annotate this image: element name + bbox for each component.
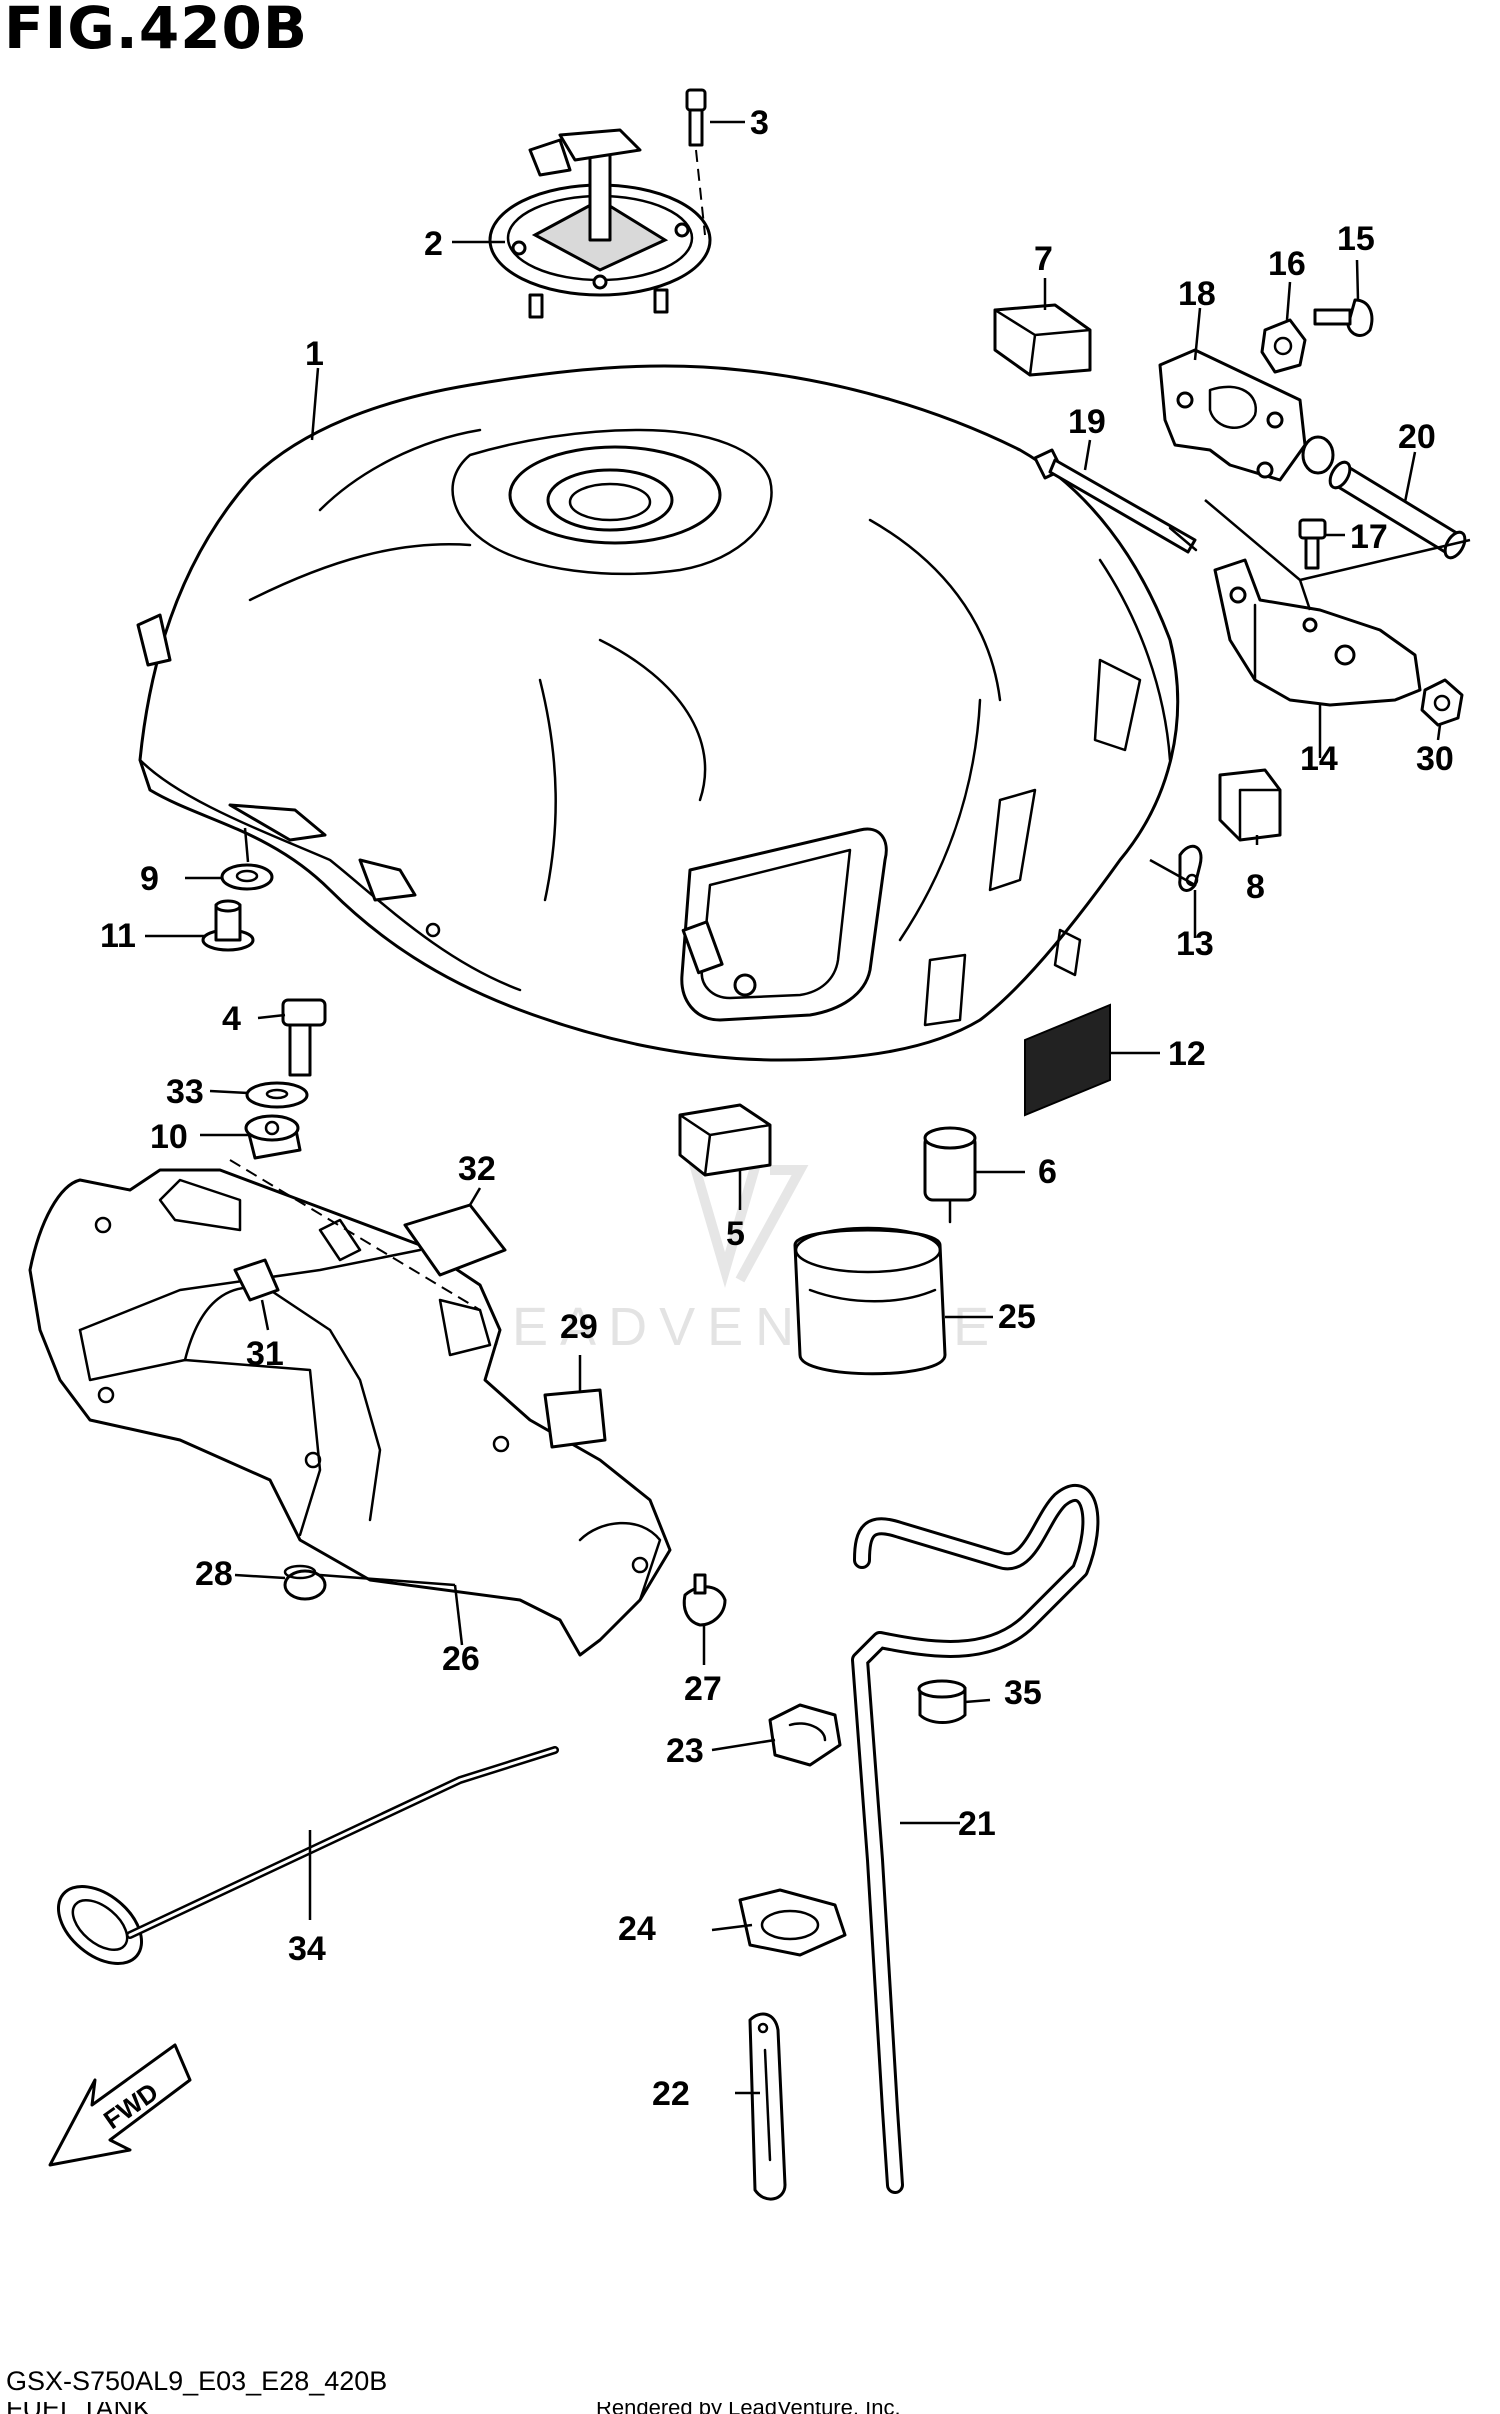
callout-29: 29 bbox=[560, 1308, 598, 1346]
clip-27[interactable] bbox=[682, 1573, 727, 1627]
spacer[interactable] bbox=[923, 1126, 977, 1224]
bracket-14[interactable] bbox=[1204, 499, 1471, 707]
fwd-arrow: FWD bbox=[48, 2043, 192, 2167]
callout-15: 15 bbox=[1337, 220, 1375, 258]
bolt-4[interactable] bbox=[281, 998, 327, 1077]
washer-9[interactable] bbox=[220, 863, 274, 891]
callout-12: 12 bbox=[1168, 1035, 1206, 1073]
fuel-cap[interactable] bbox=[488, 128, 712, 319]
callout-6: 6 bbox=[1038, 1153, 1057, 1191]
render-credit: Rendered by LeadVenture, Inc. bbox=[596, 2402, 901, 2414]
callout-16: 16 bbox=[1268, 245, 1306, 283]
callout-22: 22 bbox=[652, 2075, 690, 2113]
collar-11[interactable] bbox=[201, 899, 255, 952]
cushion-31[interactable] bbox=[233, 1258, 280, 1302]
long-bolt[interactable] bbox=[1033, 448, 1198, 554]
callouts: 1 2 3 4 5 6 7 8 9 10 11 12 13 14 15 16 1… bbox=[100, 104, 1454, 2113]
hose[interactable] bbox=[851, 1484, 1100, 2194]
callout-3: 3 bbox=[750, 104, 769, 142]
cushion-7[interactable] bbox=[993, 303, 1092, 377]
callout-27: 27 bbox=[684, 1670, 722, 1708]
cushion-29[interactable] bbox=[543, 1388, 607, 1449]
callout-5: 5 bbox=[726, 1215, 745, 1253]
bracket-18[interactable] bbox=[1158, 348, 1335, 482]
figure-title: FIG.420B bbox=[4, 0, 309, 62]
callout-2: 2 bbox=[424, 225, 443, 263]
clamp-24[interactable] bbox=[738, 1888, 847, 1957]
callout-35: 35 bbox=[1004, 1674, 1042, 1712]
callout-10: 10 bbox=[150, 1118, 188, 1156]
callout-20: 20 bbox=[1398, 418, 1436, 456]
pipe[interactable] bbox=[1326, 459, 1469, 561]
cushion-5[interactable] bbox=[678, 1103, 772, 1177]
callout-7: 7 bbox=[1034, 240, 1053, 278]
callout-9: 9 bbox=[140, 860, 159, 898]
fuel-tank[interactable] bbox=[136, 364, 1180, 1062]
callout-33: 33 bbox=[166, 1073, 204, 1111]
callout-21: 21 bbox=[958, 1805, 996, 1843]
mesh-pad[interactable] bbox=[1024, 1003, 1111, 1117]
callout-28: 28 bbox=[195, 1555, 233, 1593]
callout-31: 31 bbox=[246, 1335, 284, 1373]
bolt-15[interactable] bbox=[1313, 298, 1374, 337]
callout-25: 25 bbox=[998, 1298, 1036, 1336]
callout-26: 26 bbox=[442, 1640, 480, 1678]
callout-30: 30 bbox=[1416, 740, 1454, 778]
cap-35[interactable] bbox=[917, 1679, 967, 1724]
callout-17: 17 bbox=[1350, 518, 1388, 556]
bolt-17[interactable] bbox=[1298, 518, 1327, 570]
band[interactable] bbox=[793, 1226, 947, 1376]
callout-4: 4 bbox=[222, 1000, 241, 1038]
callout-32: 32 bbox=[458, 1150, 496, 1188]
prop-rod[interactable] bbox=[44, 1746, 559, 1979]
washer-33[interactable] bbox=[245, 1081, 309, 1109]
callout-23: 23 bbox=[666, 1732, 704, 1770]
callout-34: 34 bbox=[288, 1930, 326, 1968]
model-code: GSX-S750AL9_E03_E28_420B bbox=[6, 2366, 388, 2396]
callout-19: 19 bbox=[1068, 403, 1106, 441]
holder-22[interactable] bbox=[748, 2012, 787, 2201]
nut-30[interactable] bbox=[1420, 678, 1464, 727]
callout-1: 1 bbox=[305, 335, 324, 373]
callout-18: 18 bbox=[1178, 275, 1216, 313]
grommet-10[interactable] bbox=[244, 1114, 302, 1160]
callout-8: 8 bbox=[1246, 868, 1265, 906]
callout-13: 13 bbox=[1176, 925, 1214, 963]
callout-14: 14 bbox=[1300, 740, 1338, 778]
grommet-28[interactable] bbox=[283, 1564, 327, 1601]
callout-11: 11 bbox=[100, 917, 136, 955]
cushion-8[interactable] bbox=[1218, 768, 1282, 842]
nut-16[interactable] bbox=[1260, 318, 1307, 374]
cap-bolt[interactable] bbox=[685, 88, 707, 236]
cushion-32[interactable] bbox=[403, 1203, 507, 1277]
callout-24: 24 bbox=[618, 1910, 656, 1948]
section-name: FUEL TANK bbox=[6, 2402, 151, 2414]
clamp-23[interactable] bbox=[768, 1703, 842, 1767]
